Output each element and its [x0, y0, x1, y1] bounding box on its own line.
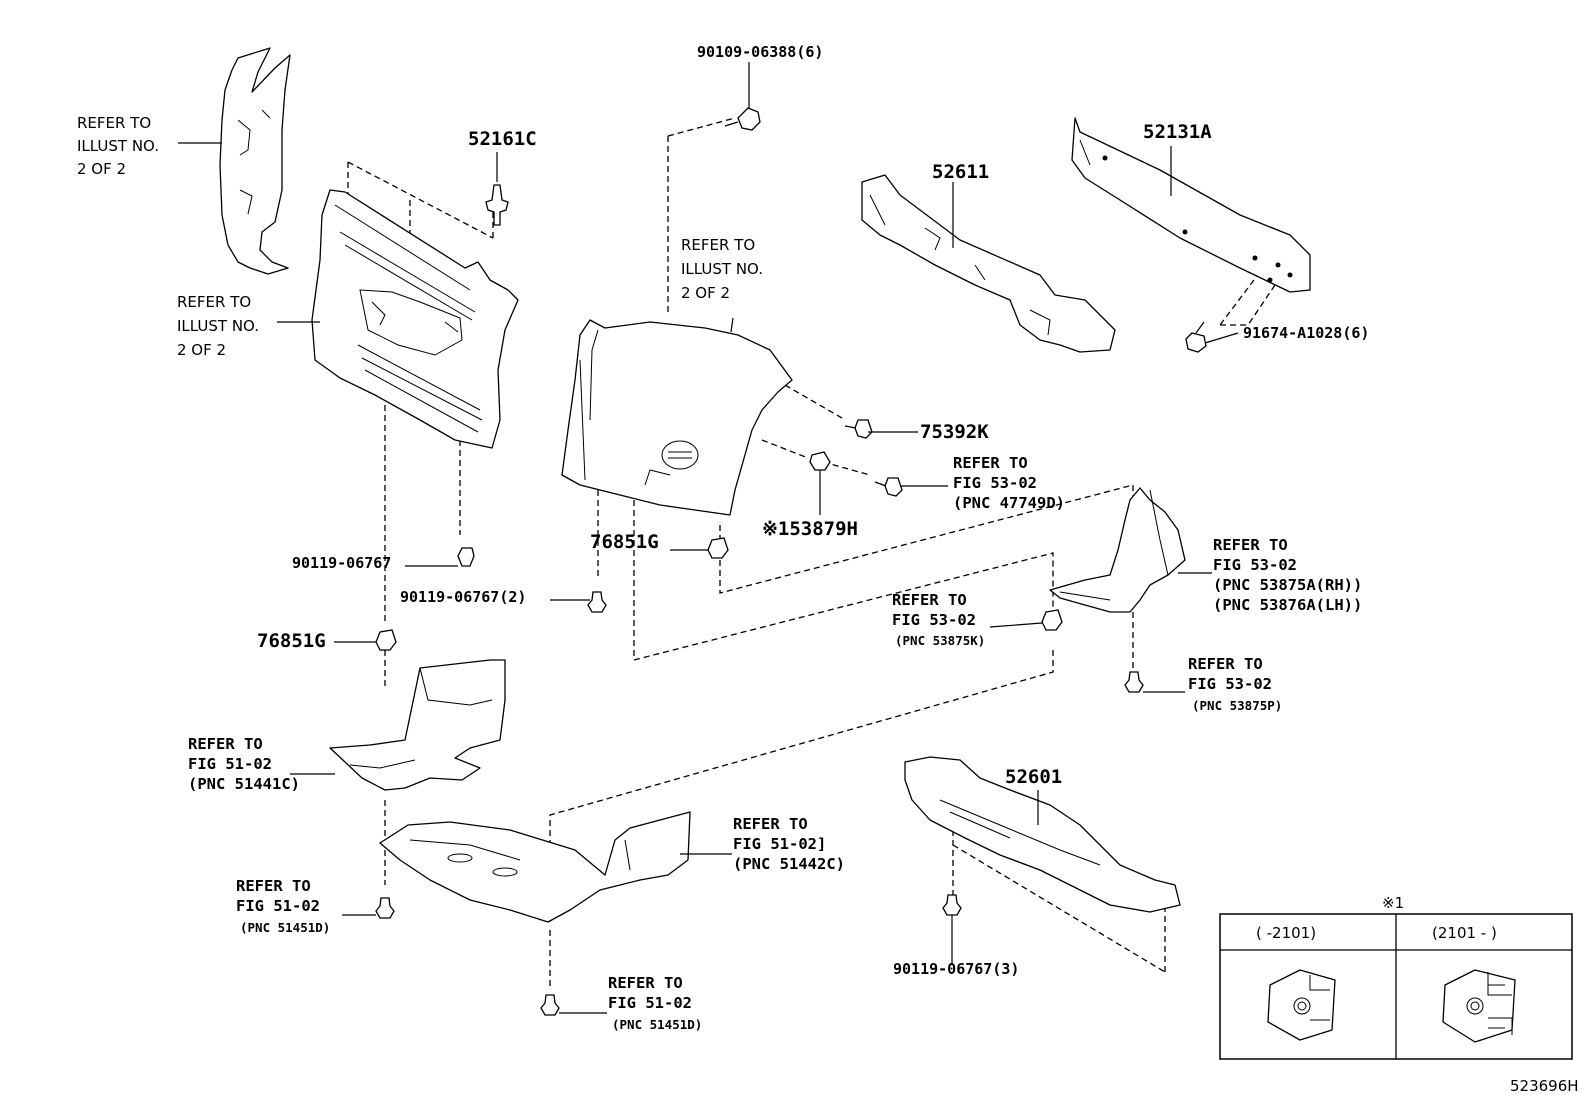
clip-75392K	[844, 419, 873, 439]
part-label-53879H: ※153879H	[762, 518, 858, 540]
clip-53875K	[1041, 609, 1063, 631]
label-refer-illust-2-line3: 2 OF 2	[681, 284, 730, 302]
label-refer-fig-51442C: REFER TO	[733, 815, 808, 833]
bumper-cover	[561, 319, 793, 516]
clip-53879H	[809, 451, 831, 471]
label-refer-fig-53875P-line3: (PNC 53875P)	[1192, 698, 1282, 713]
bolt-91674	[1185, 321, 1207, 353]
label-refer-fig-51451D-left: REFER TO	[236, 877, 311, 895]
label-refer-illust-1-line3: 2 OF 2	[77, 160, 126, 178]
label-refer-fig-47749D-line3: (PNC 47749D)	[953, 494, 1065, 512]
leader-lines	[178, 62, 1239, 1014]
part-label-76851G-upper: 76851G	[590, 531, 659, 553]
inset-col1-header: ( -2101)	[1256, 924, 1316, 942]
label-refer-fig-51451D-left-line3: (PNC 51451D)	[240, 920, 330, 935]
part-label-75392K: 75392K	[920, 421, 989, 443]
fender-liner-right	[1049, 487, 1186, 613]
label-refer-fig-51451D-bottom-line3: (PNC 51451D)	[612, 1017, 702, 1032]
label-refer-fig-53875A-line3: (PNC 53875A(RH))	[1213, 576, 1362, 594]
part-label-52601: 52601	[1005, 766, 1062, 788]
label-refer-fig-51451D-bottom: REFER TO	[608, 974, 683, 992]
nut-76851G-lower	[375, 629, 397, 651]
label-refer-fig-53875K-line3: (PNC 53875K)	[895, 633, 985, 648]
label-refer-illust-3-line3: 2 OF 2	[177, 341, 226, 359]
clip-52161C	[485, 184, 509, 226]
label-refer-illust-1: REFER TO	[77, 114, 151, 132]
reinforcement-52131A	[1071, 117, 1311, 293]
label-refer-fig-47749D-line2: FIG 53-02	[953, 474, 1037, 492]
screw-90109	[724, 107, 761, 131]
part-label-90119-06767-2: 90119-06767(2)	[400, 588, 526, 606]
label-refer-fig-51441C-line2: FIG 51-02	[188, 755, 272, 773]
label-refer-fig-51441C: REFER TO	[188, 735, 263, 753]
radiator-grille	[311, 189, 519, 449]
impact-absorber-52611	[861, 174, 1116, 353]
part-label-90119-06767-3: 90119-06767(3)	[893, 960, 1019, 978]
clip-47749D	[874, 477, 903, 497]
inset-col2-header: (2101 - )	[1432, 924, 1497, 942]
diagram-code: 523696H	[1510, 1077, 1579, 1095]
part-label-52161C: 52161C	[468, 128, 537, 150]
clip-variant-2-icon	[1442, 969, 1516, 1043]
label-refer-fig-53875A-line4: (PNC 53876A(LH))	[1213, 596, 1362, 614]
label-refer-fig-53875K-line2: FIG 53-02	[892, 611, 976, 629]
label-refer-illust-2: REFER TO	[681, 236, 755, 254]
part-label-91674-A1028: 91674-A1028(6)	[1243, 324, 1369, 342]
label-refer-fig-47749D: REFER TO	[953, 454, 1028, 472]
label-refer-fig-51451D-bottom-line2: FIG 51-02	[608, 994, 692, 1012]
inset-marker: ※1	[1382, 894, 1404, 912]
part-label-76851G-lower: 76851G	[257, 630, 326, 652]
bolt-90119-b	[587, 591, 607, 613]
inset-variant-table: ※1 ( -2101) (2101 - )	[1219, 894, 1573, 1060]
label-refer-illust-2-line2: ILLUST NO.	[681, 260, 763, 278]
part-label-90109-06388: 90109-06388(6)	[697, 43, 823, 61]
bolt-51451D-left	[375, 897, 395, 919]
label-refer-fig-53875A-line2: FIG 53-02	[1213, 556, 1297, 574]
label-refer-fig-51441C-line3: (PNC 51441C)	[188, 775, 300, 793]
label-refer-illust-1-line2: ILLUST NO.	[77, 137, 159, 155]
bolt-53875P	[1124, 671, 1144, 693]
bolt-90119-c	[942, 894, 962, 916]
absorber-52601	[904, 756, 1181, 913]
part-label-90119-06767: 90119-06767	[292, 554, 391, 572]
fender-liner-upper-left	[219, 47, 291, 275]
label-refer-fig-53875A: REFER TO	[1213, 536, 1288, 554]
label-refer-illust-3-line2: ILLUST NO.	[177, 317, 259, 335]
under-cover-left	[329, 659, 506, 791]
label-refer-fig-51442C-line3: (PNC 51442C)	[733, 855, 845, 873]
part-label-52131A: 52131A	[1143, 121, 1212, 143]
label-refer-fig-53875P-line2: FIG 53-02	[1188, 675, 1272, 693]
bolt-51451D-bottom	[540, 994, 560, 1016]
label-refer-illust-3: REFER TO	[177, 293, 251, 311]
label-refer-fig-53875P: REFER TO	[1188, 655, 1263, 673]
label-refer-fig-51442C-line2: FIG 51-02]	[733, 835, 826, 853]
label-refer-fig-51451D-left-line2: FIG 51-02	[236, 897, 320, 915]
bolt-90119-a	[457, 547, 475, 567]
clip-variant-1-icon	[1267, 969, 1336, 1041]
label-refer-fig-53875K: REFER TO	[892, 591, 967, 609]
nut-76851G-upper	[707, 537, 729, 559]
part-label-52611: 52611	[932, 161, 989, 183]
engine-under-cover	[379, 811, 691, 923]
